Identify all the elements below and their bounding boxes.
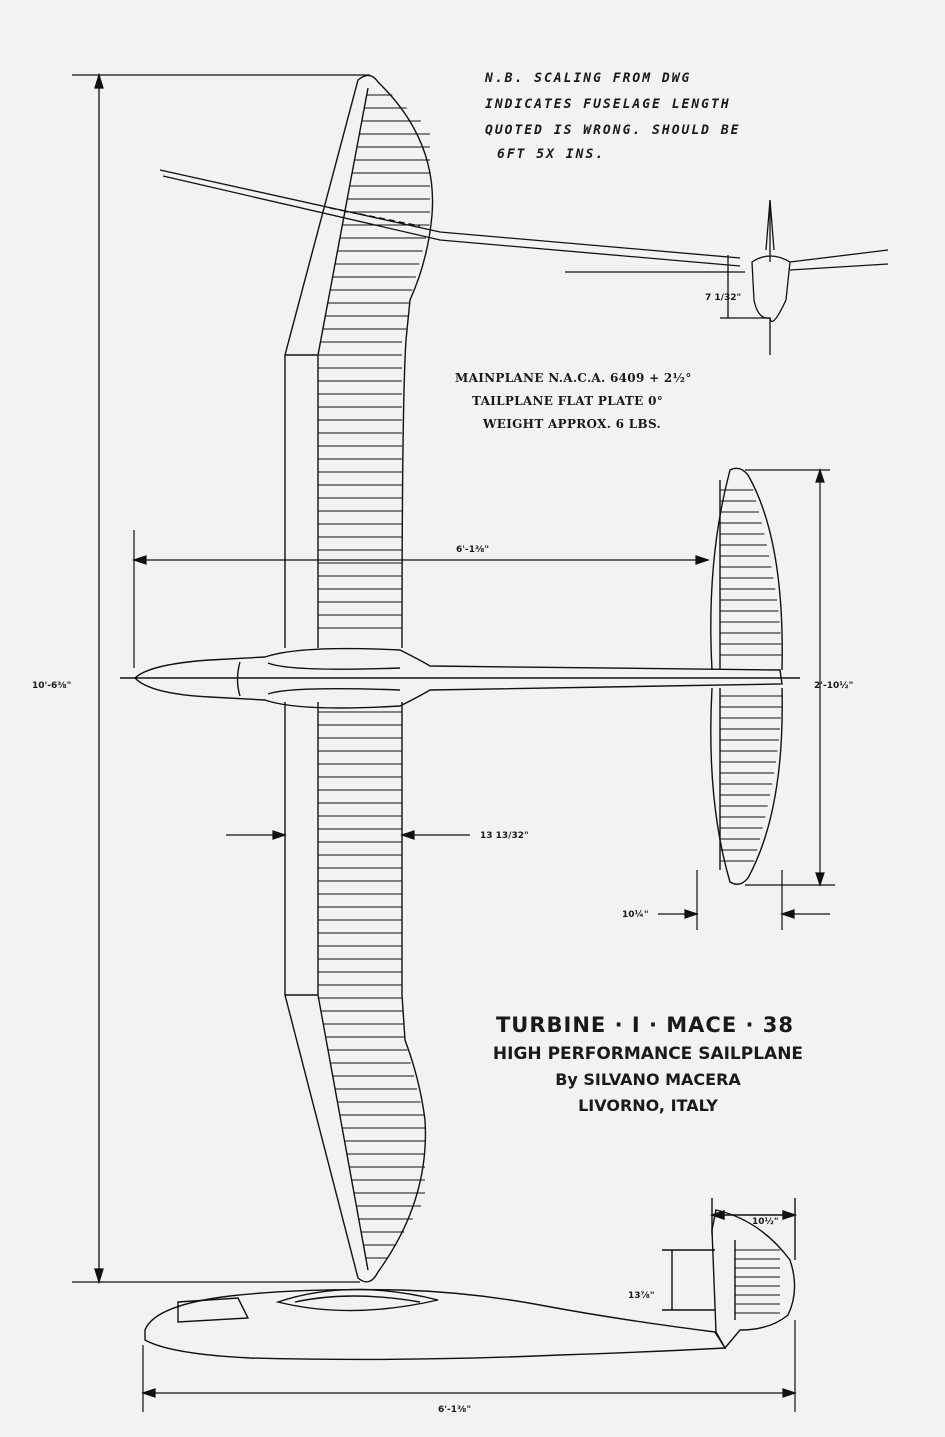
dihedral-rise-label: 7 1/32" (705, 293, 741, 303)
tailplane-ribs (720, 489, 782, 862)
root-chord-dimension (226, 830, 470, 840)
note-line-2: INDICATES FUSELAGE LENGTH (485, 97, 731, 112)
handwritten-note: N.B. SCALING FROM DWG INDICATES FUSELAGE… (484, 71, 741, 162)
fuselage-top-label: 6'-1⅜" (456, 545, 489, 555)
spec-tailplane: TAILPLANE FLAT PLATE 0° (472, 394, 663, 408)
root-chord-label: 13 13/32" (480, 831, 529, 841)
tail-span-dimension (745, 468, 835, 887)
fin-height-label: 13⅞" (628, 1291, 655, 1301)
wing-ribs-lower (318, 711, 425, 1259)
tail-chord-dimension (658, 870, 830, 930)
fuselage-side-label: 6'-1⅜" (438, 1405, 471, 1415)
fuselage-length-dimension-side (141, 1320, 797, 1412)
note-line-3: QUOTED IS WRONG. SHOULD BE (485, 123, 741, 138)
note-line-4: 6FT 5X INS. (497, 147, 605, 162)
fuselage-side-view (144, 1198, 798, 1361)
fuselage-top-view (120, 647, 800, 709)
wing-ribs-upper (318, 94, 430, 629)
title-line-2: HIGH PERFORMANCE SAILPLANE (493, 1044, 803, 1064)
title-line-4: LIVORNO, ITALY (578, 1096, 718, 1115)
tail-span-label: 2'-10½" (814, 680, 853, 691)
specifications: MAINPLANE N.A.C.A. 6409 + 2½° TAILPLANE … (455, 371, 692, 431)
tail-chord-label: 10¼" (622, 909, 649, 920)
wing-upper (284, 74, 434, 649)
fin-chord-label: 10½" (752, 1216, 779, 1227)
front-view (159, 169, 889, 355)
fin-ribs (735, 1249, 780, 1314)
title-line-3: By SILVANO MACERA (555, 1070, 741, 1089)
title-line-1: TURBINE · I · MACE · 38 (496, 1013, 794, 1037)
tailplane (710, 467, 783, 885)
title-block: TURBINE · I · MACE · 38 HIGH PERFORMANCE… (493, 1013, 803, 1115)
fuselage-length-dimension-top (132, 530, 710, 668)
wing-lower (284, 702, 427, 1283)
span-dimension (72, 72, 370, 1285)
span-label: 10'-6⅜" (32, 681, 71, 691)
spec-mainplane: MAINPLANE N.A.C.A. 6409 + 2½° (455, 371, 692, 385)
note-line-1: N.B. SCALING FROM DWG (484, 71, 691, 86)
spec-weight: WEIGHT APPROX. 6 LBS. (482, 417, 661, 431)
